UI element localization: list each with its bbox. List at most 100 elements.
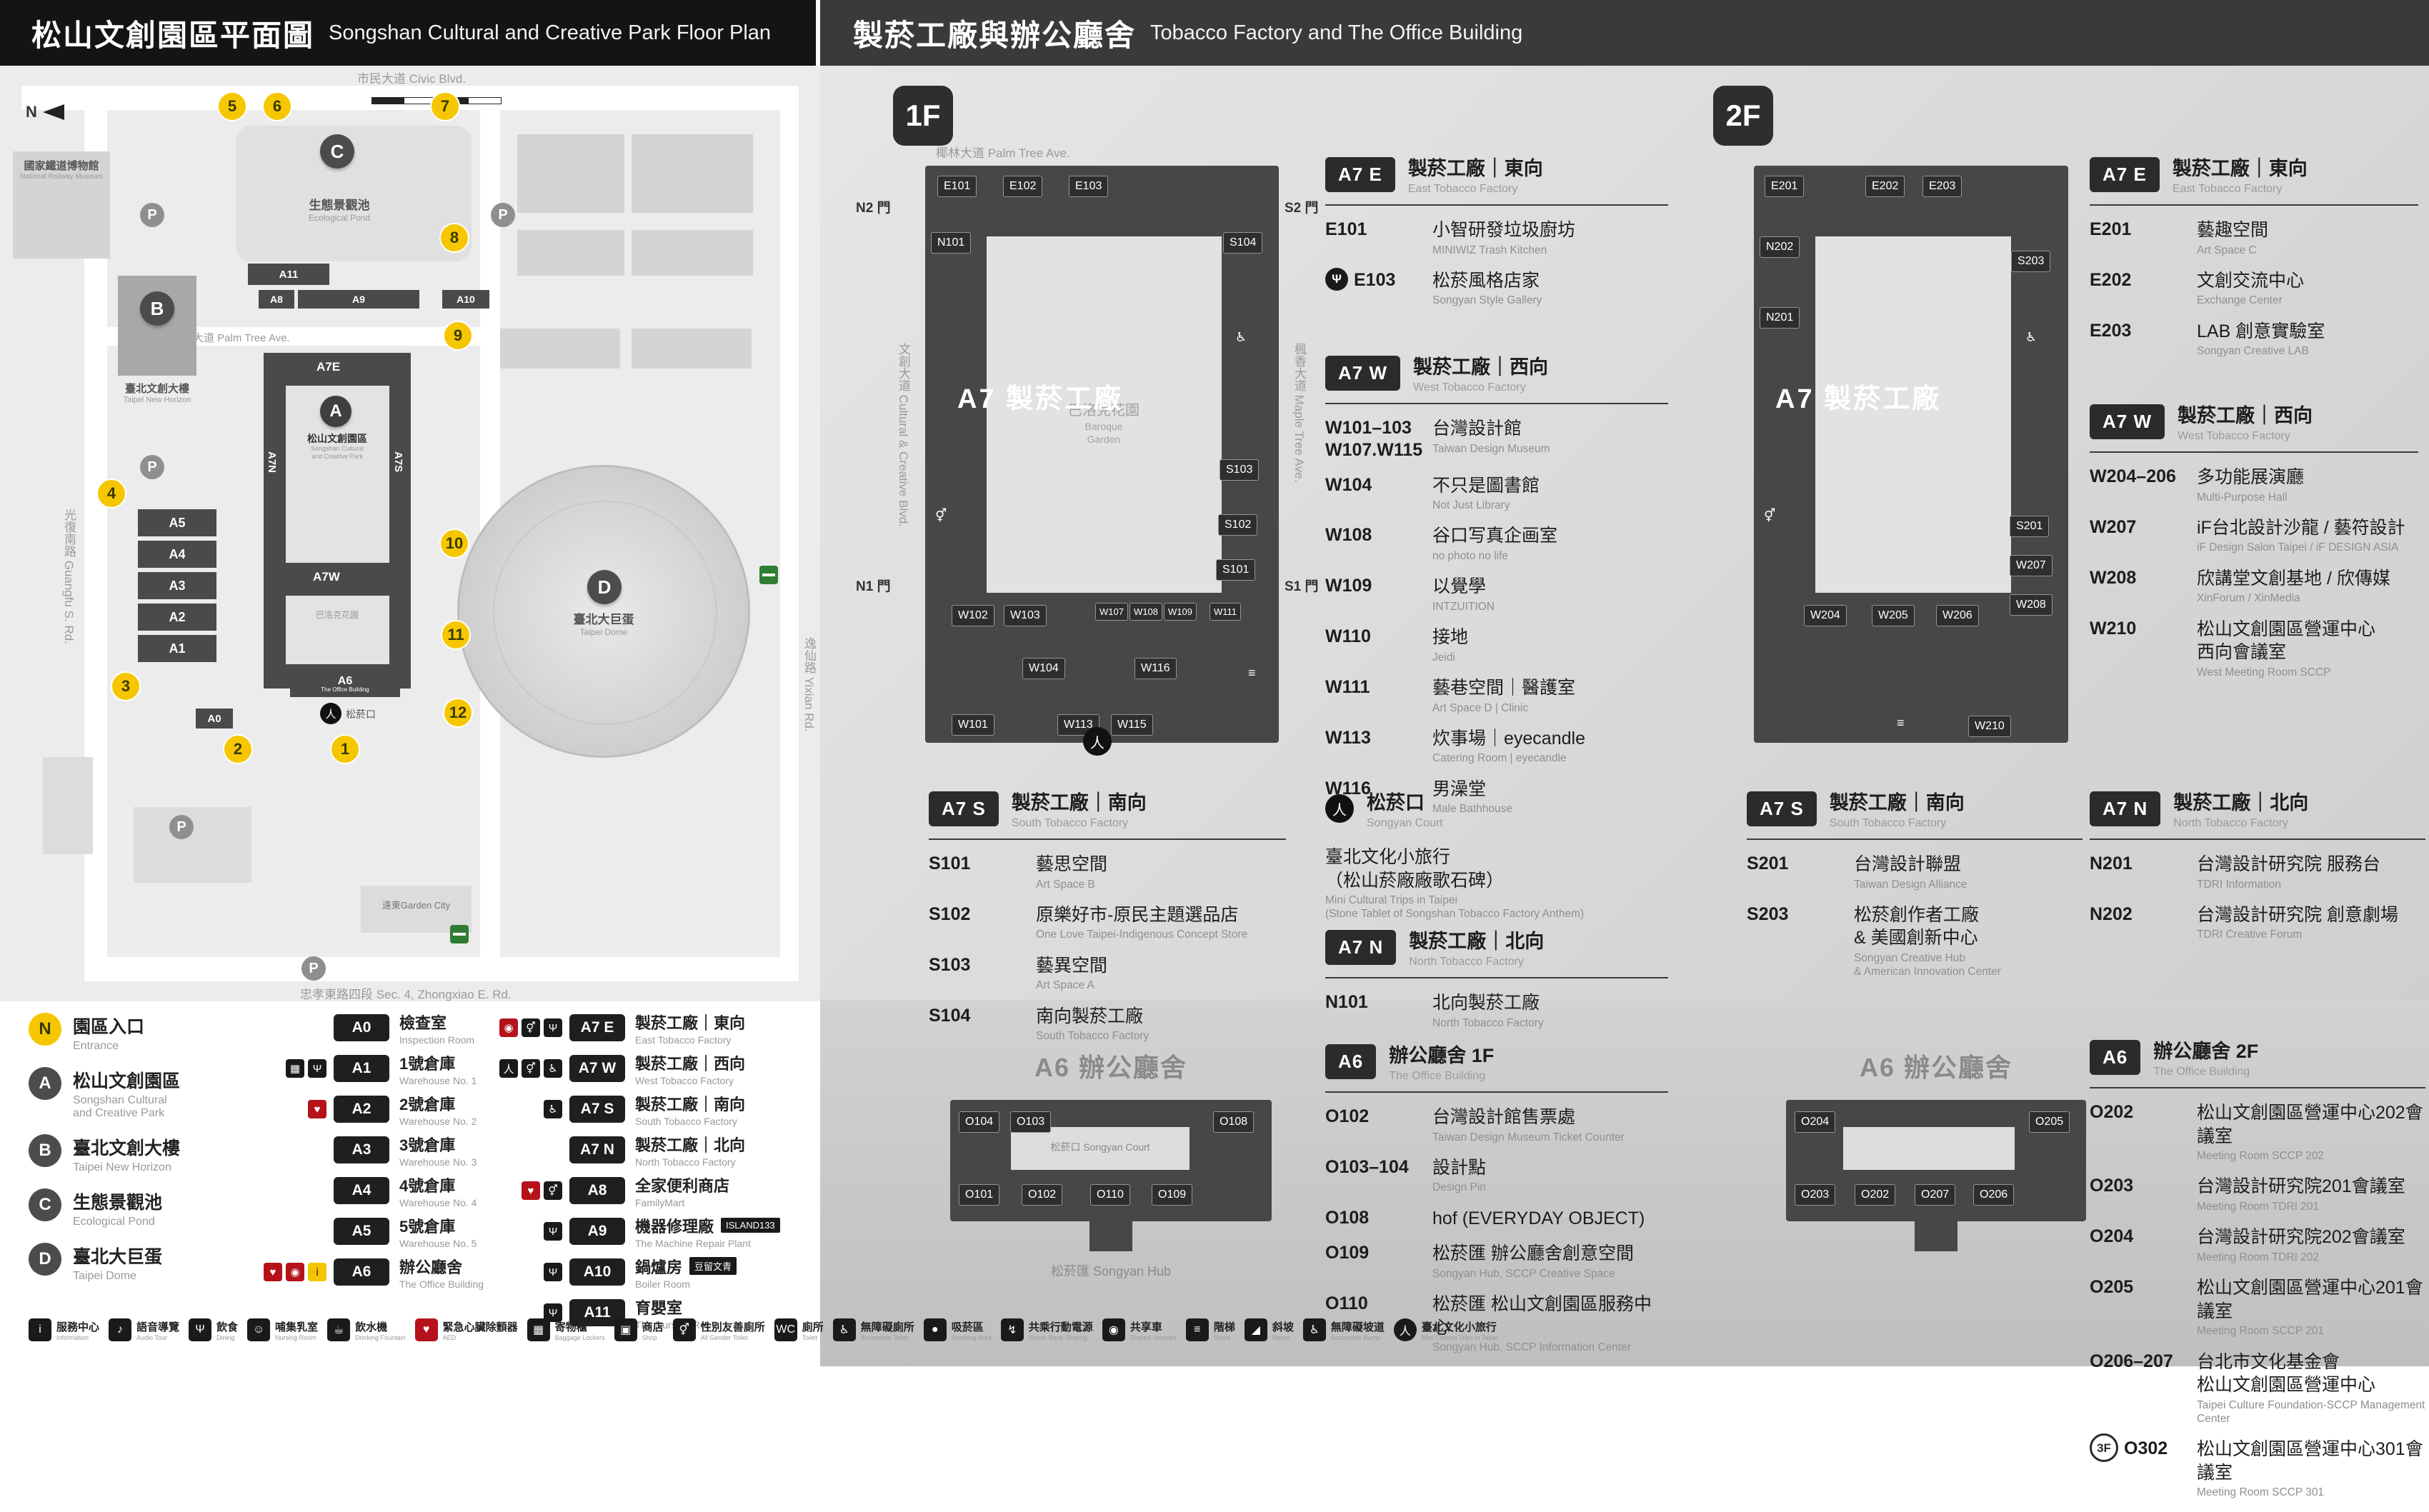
bus-stop-icon-1: [759, 566, 778, 584]
facility-name-zh: 飲水機: [355, 1321, 388, 1333]
room-code: W113: [1325, 727, 1432, 749]
map-label-a7w: A7W: [313, 570, 340, 584]
room-code: O110: [1325, 1293, 1432, 1315]
legend-name-zh: 辦公廳舍: [399, 1258, 463, 1276]
building-badge: A7 S: [569, 1096, 625, 1123]
a6-plan-1f: 松菸口 Songyan Court O104 O103 O108 O101 O1…: [950, 1100, 1272, 1251]
facility-name-en: Dining: [216, 1333, 235, 1341]
legend-name-zh: 5號倉庫: [399, 1217, 456, 1236]
facility-icon: ☺: [247, 1318, 271, 1341]
facility-name-en: Power Bank Sharing: [1028, 1333, 1087, 1341]
section-title-zh: 製菸工廠｜北向: [2173, 792, 2309, 813]
amenity-icon: Ψ: [544, 1263, 562, 1281]
facility-name-en: Toilet: [802, 1333, 817, 1341]
facility-name-en: AED: [442, 1333, 457, 1341]
room-chip-s103: S103: [1220, 459, 1260, 481]
block-ne-2: [632, 134, 753, 213]
building-badge: A11: [569, 1299, 625, 1326]
room-code: W101–103 W107.W115: [1325, 417, 1432, 462]
north-indicator: N: [26, 103, 64, 121]
legend-name-en: The Machine Repair Plant: [635, 1237, 751, 1249]
pin-d-dome: D: [587, 570, 622, 604]
plan1-center-label: A7 製菸工廠: [957, 384, 1124, 414]
room-name-zh: 北向製菸工廠: [1432, 993, 1540, 1013]
room-code: W104: [1325, 474, 1432, 496]
facility-name-en: Baggage Lockers: [554, 1333, 605, 1341]
building-badge: A7 N: [569, 1136, 625, 1163]
marker-name-en: Songshan Cultural and Creative Park: [73, 1094, 167, 1119]
label-garden-city: 遠東Garden City: [381, 900, 451, 911]
legend-name-en: Warehouse No. 3: [399, 1156, 477, 1168]
tenant-chip: 豆留文青: [689, 1257, 737, 1275]
room-code-text: N202: [2090, 903, 2133, 924]
legend-amenity-icons: ♥: [261, 1100, 326, 1118]
room-chip-w206: W206: [1936, 605, 1979, 626]
room-chip-s102: S102: [1218, 514, 1258, 536]
gate-s1-label: S1 門: [1285, 579, 1319, 594]
room-code: W207: [2090, 516, 2197, 539]
gate-s2-label: S2 門: [1285, 201, 1319, 216]
block-ne-1: [517, 134, 624, 213]
facility-icon: ▣: [614, 1318, 637, 1341]
section-title-zh: 松菸口: [1367, 792, 1425, 813]
section-a6-1f-heading: A6 辦公廳舍 1F The Office Building: [1325, 1040, 1668, 1093]
building-a3: A3: [138, 572, 216, 599]
marker-name-en: Ecological Pond: [73, 1216, 155, 1228]
section-title-en: North Tobacco Factory: [2173, 817, 2288, 829]
taipei-dome-ring: [493, 501, 717, 725]
place-marker-badge: B: [29, 1134, 61, 1167]
room-name-zh: 小智研發垃圾廚坊: [1432, 220, 1576, 240]
room-chip-s203: S203: [2011, 251, 2051, 272]
section-title-en: East Tobacco Factory: [1407, 183, 1518, 195]
room-name-en: Meeting Room TDRI 201: [2197, 1200, 2320, 1213]
gender-toilet-icon: ⚥: [935, 509, 947, 523]
room-chip-s201: S201: [2010, 516, 2050, 537]
section-title-zh: 製菸工廠｜西向: [2178, 405, 2313, 426]
room-chip-o102: O102: [1022, 1184, 1063, 1206]
facility-name-en: Shared Vehicles: [1129, 1333, 1177, 1341]
facility-name-zh: 飲食: [216, 1321, 239, 1333]
section-a7n-1f-heading: A7 N 製菸工廠｜北向 North Tobacco Factory: [1325, 926, 1668, 978]
room-name-en: Male Bathhouse: [1432, 803, 1513, 816]
legend-name-zh: 製菸工廠｜東向: [635, 1013, 746, 1032]
room-name-en: Taiwan Design Alliance: [1854, 878, 1967, 891]
room-code-text: S104: [929, 1005, 971, 1026]
section-a7w-2f-heading: A7 W 製菸工廠｜西向 West Tobacco Factory: [2090, 400, 2418, 453]
a6-2f-entry: [1915, 1221, 1957, 1251]
facility-icon: ☕: [327, 1318, 351, 1341]
legend-name-en: The Office Building: [399, 1278, 484, 1290]
section-a7s-1f-heading: A7 S 製菸工廠｜南向 South Tobacco Factory: [929, 787, 1286, 840]
room-chip-o108: O108: [1213, 1111, 1255, 1133]
room-name-zh: 松山文創園區營運中心201會議室: [2197, 1278, 2423, 1321]
facility-icon: WC: [774, 1318, 797, 1341]
street-label-zhongxiao: 忠孝東路四段 Sec. 4, Zhongxiao E. Rd.: [300, 988, 512, 1001]
amenity-icon: ♿: [544, 1100, 562, 1118]
room-code: E201: [2090, 219, 2197, 241]
room-name-en: Songyan Creative Hub & American Innovati…: [1854, 951, 2001, 978]
